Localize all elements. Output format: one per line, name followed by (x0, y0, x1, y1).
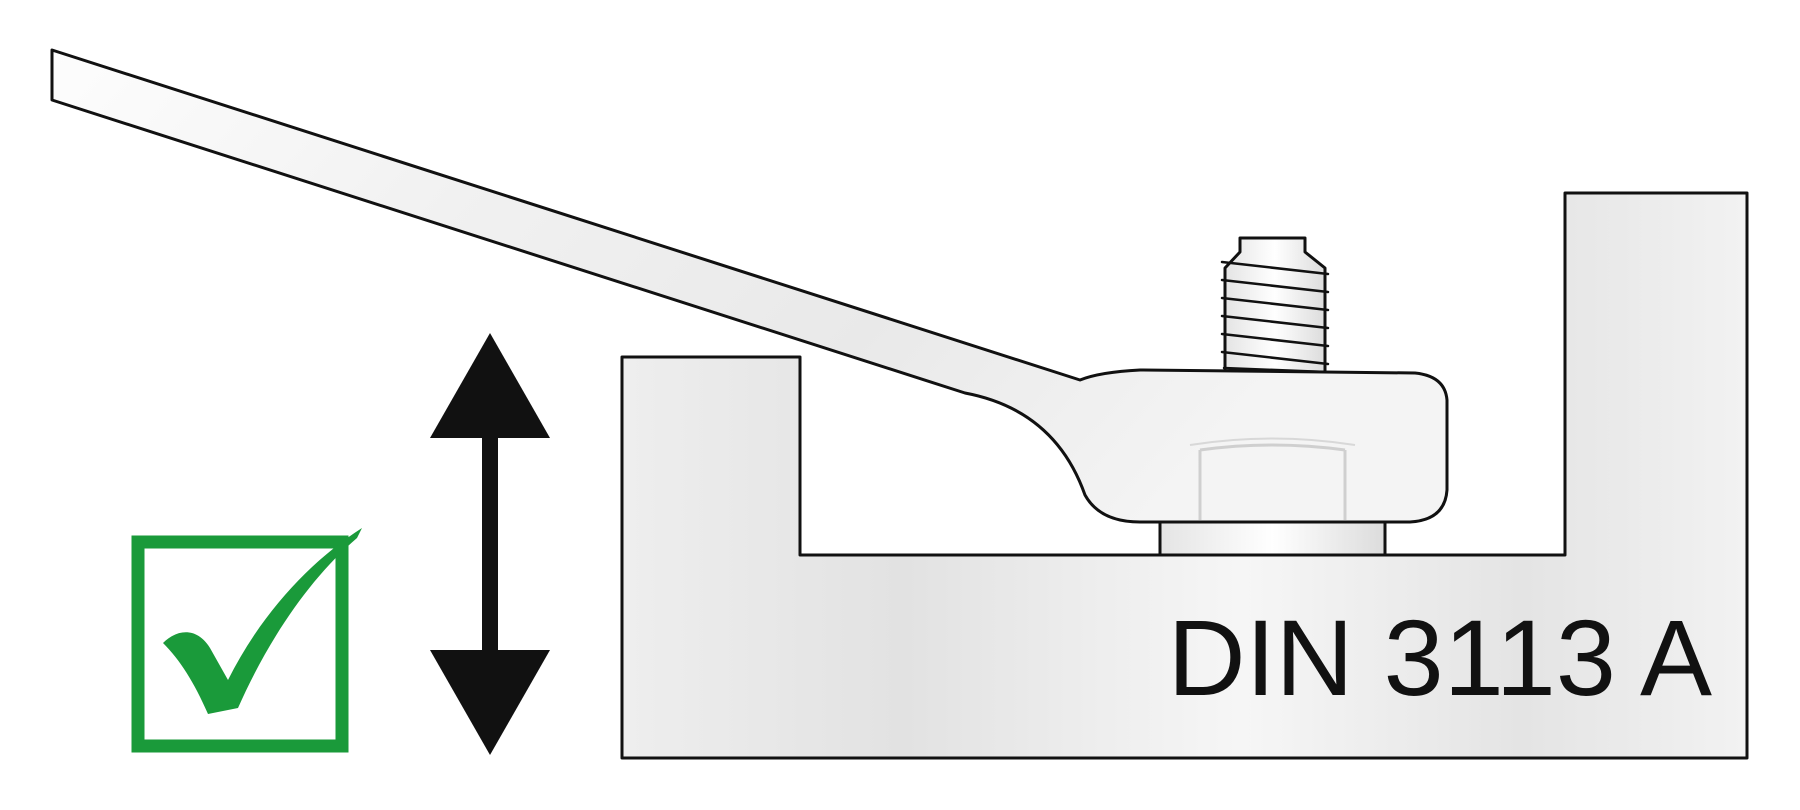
washer (1158, 518, 1387, 557)
vertical-double-arrow-icon (430, 333, 550, 755)
workpiece-block (620, 191, 1749, 760)
wrench (50, 48, 1449, 524)
bolt-thread (1220, 236, 1330, 374)
checkbox-checked-icon (131, 528, 362, 753)
standard-label: DIN 3113 A (1168, 597, 1712, 718)
